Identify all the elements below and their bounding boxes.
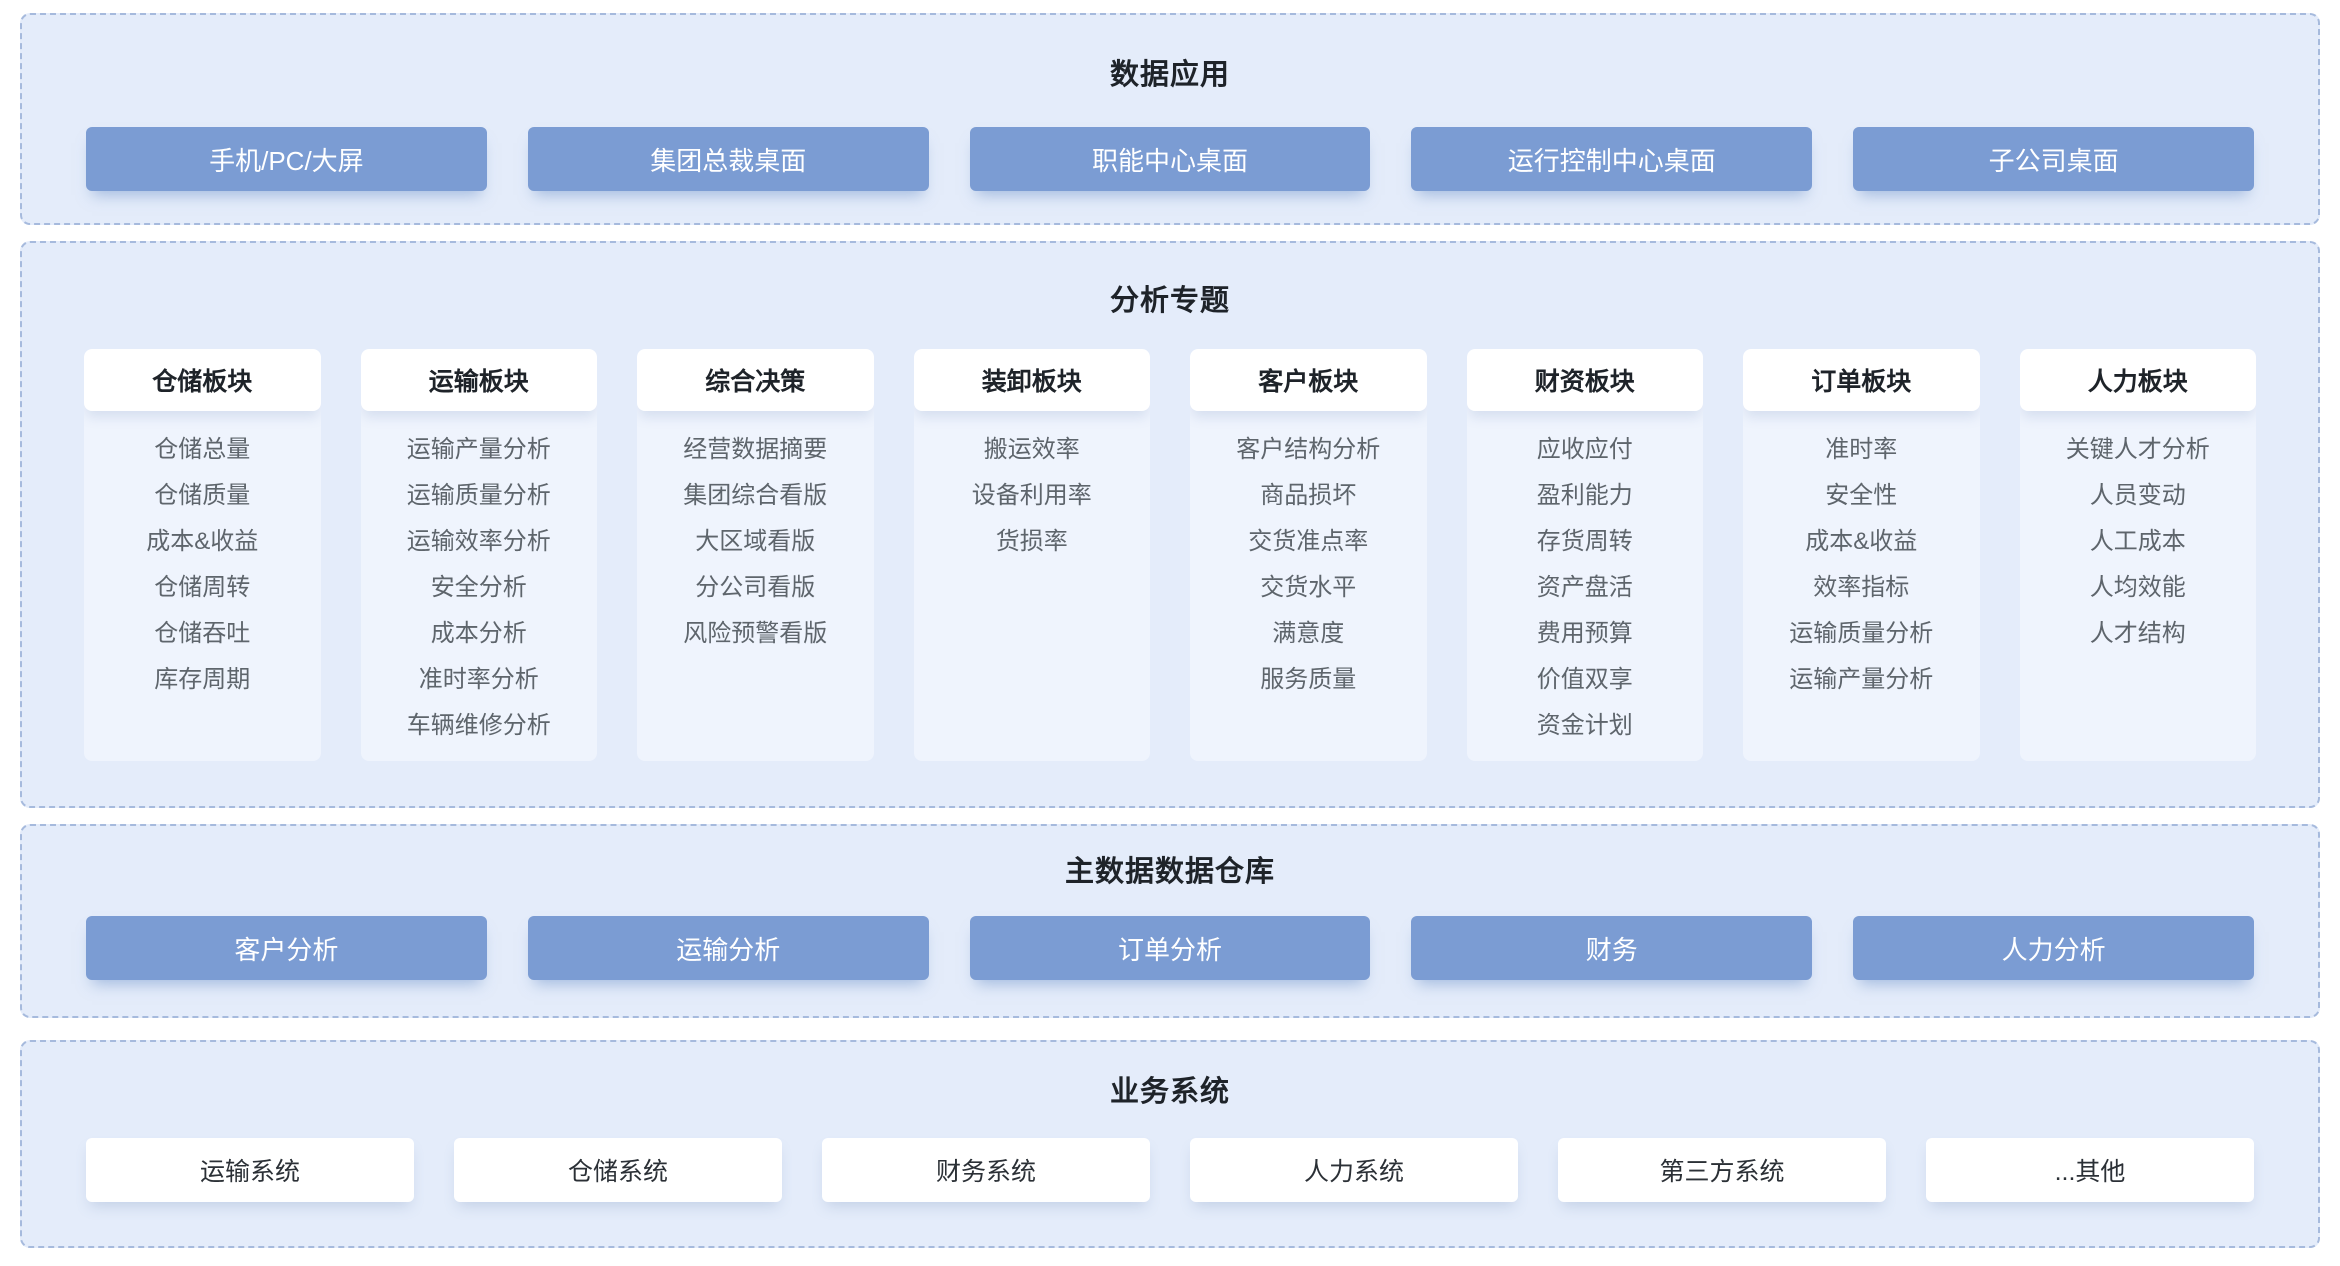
analysis-item: 人工成本 [2089, 528, 2186, 555]
analysis-item: 运输质量分析 [1789, 620, 1934, 647]
analysis-column-header: 综合决策 [637, 349, 874, 411]
analysis-item: 效率指标 [1813, 574, 1910, 601]
analysis-item: 准时率 [1825, 436, 1898, 463]
analysis-item: 运输效率分析 [406, 528, 551, 555]
analysis-item: 人均效能 [2089, 574, 2186, 601]
analysis-item: 车辆维修分析 [406, 712, 551, 739]
analysis-column-items: 客户结构分析 商品损坏 交货准点率 交货水平 满意度 服务质量 [1190, 411, 1427, 703]
analysis-column-header: 人力板块 [2019, 349, 2256, 411]
analysis-item: 商品损坏 [1260, 482, 1357, 509]
analysis-item: 满意度 [1272, 620, 1345, 647]
analysis-item: 人才结构 [2089, 620, 2186, 647]
analysis-column-header: 装卸板块 [913, 349, 1150, 411]
analysis-item: 服务质量 [1260, 666, 1357, 693]
business-system-card[interactable]: 仓储系统 [454, 1138, 782, 1202]
warehouse-button[interactable]: 财务 [1411, 916, 1813, 980]
analysis-column: 财资板块 应收应付 盈利能力 存货周转 资产盘活 费用预算 [1466, 349, 1704, 761]
data-app-button[interactable]: 手机/PC/大屏 [86, 127, 487, 191]
analysis-column-items: 仓储总量 仓储质量 成本&收益 仓储周转 仓储吞吐 库存周期 [84, 411, 321, 703]
business-system-card[interactable]: 运输系统 [86, 1138, 414, 1202]
business-systems-card-row: 运输系统 仓储系统 财务系统 人力系统 第三方系统 ...其他 [22, 1138, 2318, 1202]
analysis-item: 客户结构分析 [1236, 436, 1381, 463]
analysis-item: 存货周转 [1536, 528, 1633, 555]
analysis-item: 库存周期 [154, 666, 251, 693]
data-app-button[interactable]: 运行控制中心桌面 [1411, 127, 1813, 191]
data-app-button[interactable]: 职能中心桌面 [969, 127, 1371, 191]
analysis-item: 货损率 [995, 528, 1068, 555]
analysis-item: 成本分析 [430, 620, 527, 647]
data-app-button[interactable]: 子公司桌面 [1853, 127, 2254, 191]
analysis-column-items: 应收应付 盈利能力 存货周转 资产盘活 费用预算 价值双享 资金计划 [1467, 411, 1704, 749]
analysis-item: 经营数据摘要 [683, 436, 828, 463]
analysis-item: 仓储周转 [154, 574, 251, 601]
section-analysis-topics: 分析专题 仓储板块 仓储总量 仓储质量 成本&收益 仓储周转 [20, 241, 2320, 808]
analysis-column-header: 运输板块 [360, 349, 597, 411]
analysis-column-items: 经营数据摘要 集团综合看版 大区域看版 分公司看版 风险预警看版 [637, 411, 874, 657]
warehouse-button-row: 客户分析 运输分析 订单分析 财务 人力分析 [22, 916, 2318, 980]
analysis-item: 准时率分析 [418, 666, 539, 693]
analysis-item: 风险预警看版 [683, 620, 828, 647]
analysis-topics-title: 分析专题 [1109, 285, 1230, 317]
business-systems-title: 业务系统 [1109, 1076, 1230, 1108]
analysis-column-items: 关键人才分析 人员变动 人工成本 人均效能 人才结构 [2020, 411, 2257, 657]
data-apps-button-row: 手机/PC/大屏 集团总裁桌面 职能中心桌面 运行控制中心桌面 子公司桌面 [22, 127, 2318, 191]
warehouse-button[interactable]: 运输分析 [527, 916, 929, 980]
warehouse-button[interactable]: 人力分析 [1853, 916, 2254, 980]
warehouse-title: 主数据数据仓库 [1064, 856, 1275, 888]
analysis-item: 盈利能力 [1536, 482, 1633, 509]
business-system-card[interactable]: 人力系统 [1190, 1138, 1518, 1202]
analysis-item: 资金计划 [1536, 712, 1633, 739]
analysis-item: 安全性 [1825, 482, 1898, 509]
analysis-item: 费用预算 [1536, 620, 1633, 647]
analysis-item: 搬运效率 [983, 436, 1080, 463]
analysis-item: 资产盘活 [1536, 574, 1633, 601]
analysis-item: 分公司看版 [695, 574, 816, 601]
section-master-data-warehouse: 主数据数据仓库 客户分析 运输分析 订单分析 财务 人力分析 [20, 824, 2320, 1018]
analysis-column-header: 订单板块 [1743, 349, 1980, 411]
warehouse-button[interactable]: 客户分析 [86, 916, 487, 980]
section-data-apps: 数据应用 手机/PC/大屏 集团总裁桌面 职能中心桌面 运行控制中心桌面 子公司… [20, 13, 2320, 225]
analysis-item: 集团综合看版 [683, 482, 828, 509]
analysis-item: 安全分析 [430, 574, 527, 601]
analysis-item: 应收应付 [1536, 436, 1633, 463]
business-system-card[interactable]: 财务系统 [822, 1138, 1150, 1202]
analysis-item: 仓储总量 [154, 436, 251, 463]
analysis-columns-row: 仓储板块 仓储总量 仓储质量 成本&收益 仓储周转 仓储吞吐 [22, 349, 2318, 761]
analysis-column: 综合决策 经营数据摘要 集团综合看版 大区域看版 分公司看版 风险预警看版 [637, 349, 874, 761]
data-apps-title: 数据应用 [1109, 59, 1230, 91]
analysis-item: 价值双享 [1536, 666, 1633, 693]
analysis-column-items: 运输产量分析 运输质量分析 运输效率分析 安全分析 成本分析 准时率分析 车 [361, 411, 598, 749]
analysis-item: 交货准点率 [1248, 528, 1369, 555]
analysis-column: 客户板块 客户结构分析 商品损坏 交货准点率 交货水平 满意度 [1190, 349, 1427, 761]
section-business-systems: 业务系统 运输系统 仓储系统 财务系统 人力系统 第三方系统 ...其他 [20, 1040, 2320, 1248]
business-system-card[interactable]: ...其他 [1926, 1138, 2254, 1202]
analysis-item: 仓储吞吐 [154, 620, 251, 647]
analysis-item: 运输产量分析 [1789, 666, 1934, 693]
data-app-button[interactable]: 集团总裁桌面 [527, 127, 929, 191]
warehouse-button[interactable]: 订单分析 [969, 916, 1371, 980]
analysis-item: 仓储质量 [154, 482, 251, 509]
analysis-column-header: 客户板块 [1190, 349, 1427, 411]
analysis-item: 关键人才分析 [2065, 436, 2210, 463]
analysis-column: 订单板块 准时率 安全性 成本&收益 效率指标 运输质量分析 [1743, 349, 1980, 761]
analysis-item: 成本&收益 [146, 528, 259, 555]
analysis-item: 大区域看版 [695, 528, 816, 555]
analysis-item: 成本&收益 [1805, 528, 1918, 555]
analysis-column-items: 准时率 安全性 成本&收益 效率指标 运输质量分析 运输产量分析 [1743, 411, 1980, 703]
analysis-column: 运输板块 运输产量分析 运输质量分析 运输效率分析 安全分析 成本分析 [360, 349, 598, 761]
analysis-column-header: 仓储板块 [84, 349, 321, 411]
analysis-item: 人员变动 [2089, 482, 2186, 509]
analysis-item: 运输产量分析 [406, 436, 551, 463]
business-system-card[interactable]: 第三方系统 [1558, 1138, 1886, 1202]
analysis-column-header: 财资板块 [1466, 349, 1703, 411]
analysis-column: 仓储板块 仓储总量 仓储质量 成本&收益 仓储周转 仓储吞吐 [84, 349, 321, 761]
analysis-item: 设备利用率 [971, 482, 1092, 509]
analysis-column: 装卸板块 搬运效率 设备利用率 货损率 [913, 349, 1151, 761]
analysis-column: 人力板块 关键人才分析 人员变动 人工成本 人均效能 人才结构 [2019, 349, 2257, 761]
analysis-column-items: 搬运效率 设备利用率 货损率 [914, 411, 1151, 565]
analysis-item: 运输质量分析 [406, 482, 551, 509]
analysis-item: 交货水平 [1260, 574, 1357, 601]
